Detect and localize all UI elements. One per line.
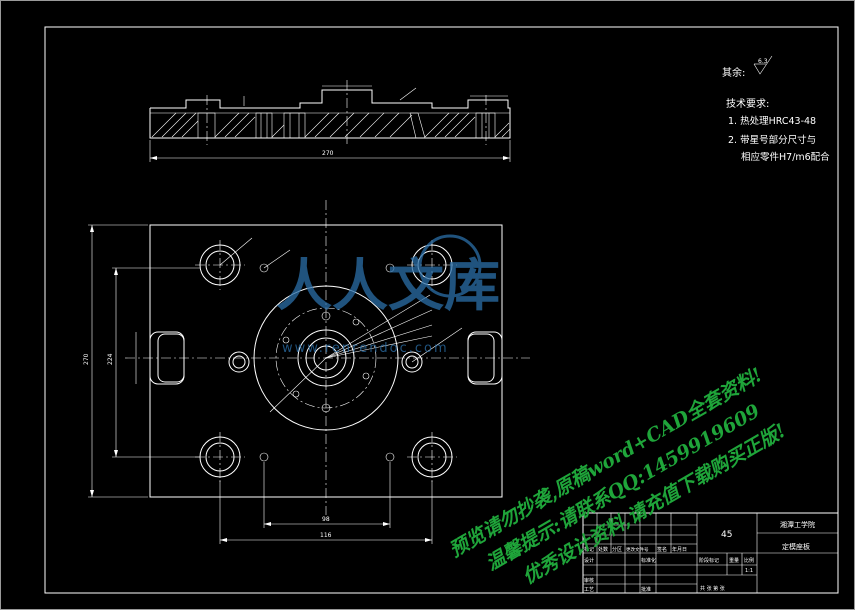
tech-requirements-title: 技术要求: — [726, 97, 769, 110]
row-design: 设计 — [584, 557, 594, 564]
scale-value: 1:1 — [745, 568, 753, 574]
inner-width-dimension: 116 — [320, 532, 332, 539]
row-approve: 批准 — [641, 586, 651, 593]
logo-ring-icon — [418, 234, 482, 298]
plan-view: 270 224 98 116 — [83, 200, 530, 544]
remaining-roughness-value: 6.3 — [758, 58, 768, 65]
drawing-name: 定模座板 — [782, 542, 810, 551]
scale-label: 比例 — [744, 557, 754, 564]
row-standard: 标准化 — [641, 557, 656, 564]
corner-hole-bottom-right — [407, 432, 457, 482]
col-date: 年月日 — [672, 546, 687, 553]
inner-height-dimension: 224 — [107, 353, 114, 365]
notes-block: 其余: 6.3 技术要求: 1. 热处理HRC43-48 2. 带星号部分尺寸与… — [722, 55, 830, 163]
watermark-site-text: www.renrendoc.com — [282, 341, 449, 356]
row-review: 审核 — [584, 577, 594, 584]
section-hatch — [151, 112, 511, 138]
material-value: 45 — [721, 530, 732, 540]
col-count: 处数 — [598, 546, 608, 553]
roughness-symbol-icon — [753, 55, 773, 75]
drawing-frame — [44, 26, 839, 594]
col-sign: 签名 — [657, 546, 667, 553]
top-overall-dimension: 270 — [322, 150, 334, 157]
section-view: 270 — [149, 80, 511, 162]
corner-hole-bottom-left — [195, 432, 245, 482]
watermark-logo-text: 人人文库 — [276, 254, 500, 319]
corner-hole-top-right — [407, 240, 457, 290]
watermark-line-2: 温馨提示:请联系QQ:1459919609 — [482, 400, 763, 575]
tech-item-2-line1: 2. 带星号部分尺寸与 — [728, 134, 816, 146]
row-process: 工艺 — [584, 587, 594, 593]
title-block: 45 湘潭工学院 定模座板 标记 处数 分区 更改文件号 签名 年月日 设计 标… — [582, 512, 839, 594]
col-zone: 分区 — [612, 546, 622, 553]
col-mark: 标记 — [584, 546, 594, 553]
plan-height-dimension: 270 — [83, 353, 90, 365]
sheets-label: 共 张 第 张 — [700, 585, 725, 592]
tech-item-1: 1. 热处理HRC43-48 — [728, 115, 816, 127]
tech-item-2-line2: 相应零件H7/m6配合 — [741, 151, 830, 163]
bottom-inner-dimension: 98 — [322, 516, 330, 523]
company-name: 湘潭工学院 — [780, 520, 815, 529]
weight-label: 重量 — [729, 557, 739, 564]
col-change-doc: 更改文件号 — [626, 546, 649, 553]
stage-mark: 阶段标记 — [699, 557, 719, 564]
watermark-green: 预览请勿抄袭,原稿word+CAD全套资料! 温馨提示:请联系QQ:145991… — [446, 364, 790, 589]
watermark-logo: 人人文库 www.renrendoc.com — [276, 234, 500, 356]
side-slot-right — [467, 331, 503, 385]
remaining-roughness-label: 其余: — [722, 66, 745, 79]
side-slot-left — [149, 331, 185, 385]
